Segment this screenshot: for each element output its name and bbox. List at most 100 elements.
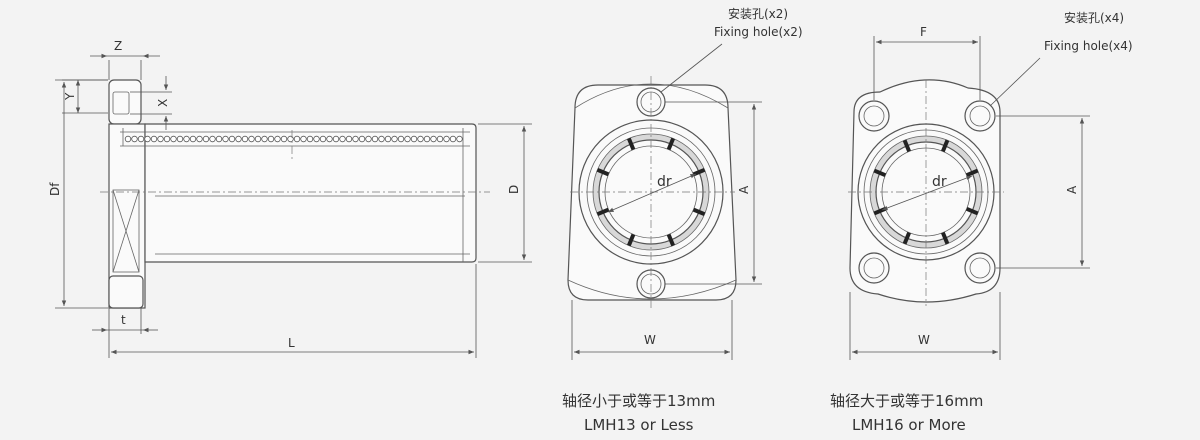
ball [410,135,418,143]
ball-ticks-large [873,139,979,245]
caption-cn-large: 轴径大于或等于16mm [830,392,983,410]
ball [404,135,411,143]
ball [261,135,268,143]
ball-tick [873,168,887,178]
ball [293,135,301,143]
label-df: Df [48,182,62,196]
label-x: X [156,99,170,107]
ball [274,135,281,143]
ball-tick [902,231,912,245]
fixing-hole-bl [858,252,890,284]
ball [313,135,320,143]
ball-row [124,135,463,143]
ball-tick [666,137,676,151]
callout-cn-small: 安装孔(x2) [728,6,788,21]
label-y: Y [63,92,77,101]
ball [241,135,249,143]
label-f-large: F [920,25,927,39]
ball-tick [692,167,706,177]
ball [183,135,190,143]
flange-lug-top [108,79,142,125]
ball [371,135,379,143]
caption-en-small: LMH13 or Less [584,416,694,434]
caption-cn-small: 轴径小于或等于13mm [562,392,715,410]
callout-cn-large: 安装孔(x4) [1064,10,1124,25]
label-d: D [507,185,521,194]
ball [228,135,236,143]
caption-en-large: LMH16 or More [852,416,966,434]
label-dr-large: dr [932,174,947,190]
ball-tick [626,137,636,151]
ball [417,135,424,143]
ball [176,135,184,143]
ball [300,135,307,143]
ball-tick [965,168,979,178]
ball [456,135,463,143]
ball [163,135,171,143]
ball [345,135,353,143]
ball [137,135,145,143]
label-dr-small: dr [657,174,672,190]
ball [267,135,275,143]
label-t: t [121,313,126,327]
ball [397,135,405,143]
ball [384,135,392,143]
ball [332,135,340,143]
fixing-hole-tr [964,100,996,132]
label-l: L [288,336,295,350]
label-w-small: W [644,333,656,347]
ball-tick [596,167,610,177]
ball [150,135,158,143]
ball [319,135,327,143]
ball [280,135,288,143]
label-z: Z [114,39,122,53]
ball-tick [666,233,676,247]
ball [189,135,197,143]
ball-tick [596,207,610,217]
ball [157,135,164,143]
ball [254,135,262,143]
ball [196,135,203,143]
ball [209,135,216,143]
ball [391,135,398,143]
ball [339,135,346,143]
ball [443,135,450,143]
ball [436,135,444,143]
ball [430,135,437,143]
ball [449,135,457,143]
ball [248,135,255,143]
ball [352,135,359,143]
ball [287,135,294,143]
ball [423,135,431,143]
ball [131,135,138,143]
ball [124,135,132,143]
ball [326,135,333,143]
label-a-small: A [737,185,751,194]
ball-tick [902,139,912,153]
ball-tick [940,139,950,153]
ball-tick [940,231,950,245]
callout-en-large: Fixing hole(x4) [1044,39,1133,53]
fixing-hole-br [964,252,996,284]
bearing-sleeve [144,123,477,263]
ball-tick [626,233,636,247]
front-view-large: dr 安装孔(x4) Fixing hole(x4) F A W 轴径大于或等于… [830,10,1133,434]
ball [170,135,177,143]
ball [358,135,366,143]
ball [378,135,385,143]
front-view-small: dr 安装孔(x2) Fixing hole(x2) A W 轴径小于或等于13… [562,6,803,434]
side-view: Z Y X Df D t L [48,39,532,358]
flange-lug-bottom [108,275,144,309]
ball [235,135,242,143]
callout-en-small: Fixing hole(x2) [714,25,803,39]
ball [222,135,229,143]
ball [202,135,210,143]
flange-section-box [112,189,140,273]
ball [306,135,314,143]
ball [215,135,223,143]
label-a-large: A [1065,185,1079,194]
label-w-large: W [918,333,930,347]
fixing-hole-tl [858,100,890,132]
